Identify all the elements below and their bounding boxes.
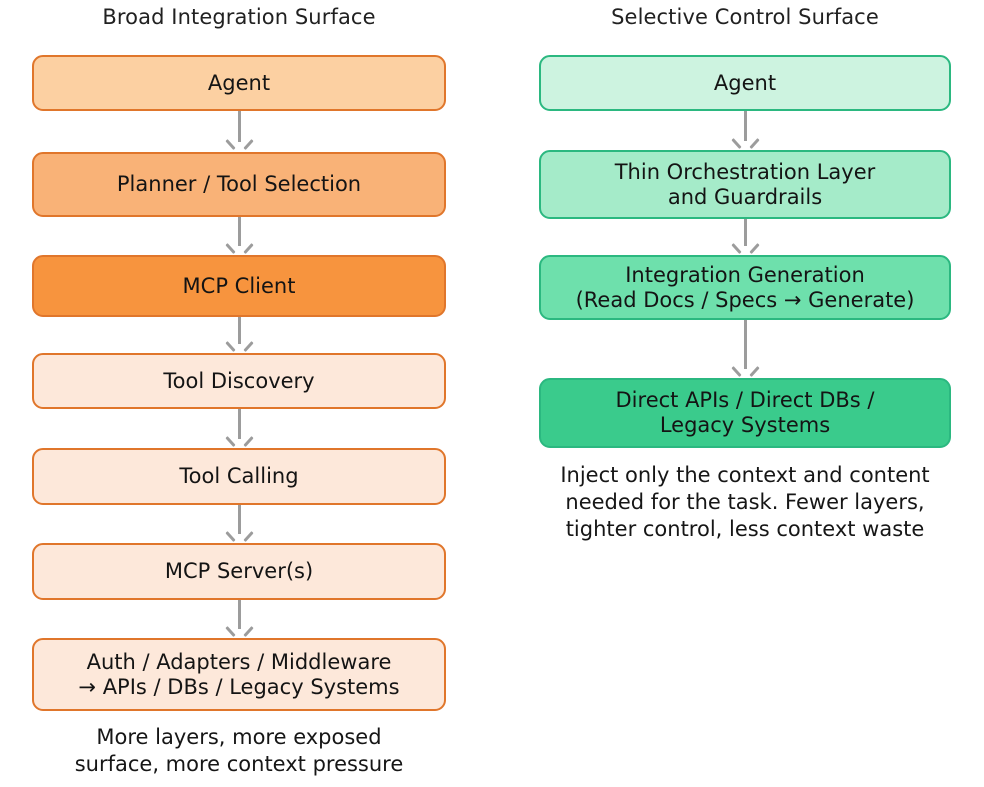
node-agent-left[interactable]: Agent [32,55,446,111]
arrow-tool-discovery-to-tool-calling [230,409,248,448]
node-label: Agent [207,70,271,95]
column-title-left: Broad Integration Surface [102,5,376,29]
arrow-agent-to-thin-orchestration [736,111,754,150]
node-agent-right[interactable]: Agent [539,55,951,111]
column-broad-integration-surface: Broad Integration Surface Agent Planner … [32,0,446,787]
node-thin-orchestration-layer[interactable]: Thin Orchestration Layer and Guardrails [539,150,951,219]
node-label: Direct APIs / Direct DBs / Legacy System… [615,388,875,437]
arrow-tool-calling-to-mcp-servers [230,505,248,543]
node-label: MCP Server(s) [164,559,314,583]
caption-left: More layers, more exposed surface, more … [74,725,404,776]
node-label: Planner / Tool Selection [116,172,362,196]
arrow-mcp-servers-to-auth-adapters [230,600,248,638]
node-label: Integration Generation (Read Docs / Spec… [575,262,915,312]
node-auth-adapters-middleware[interactable]: Auth / Adapters / Middleware → APIs / DB… [32,638,446,711]
caption-right: Inject only the context and content need… [560,463,930,541]
arrow-planner-to-mcp-client [230,217,248,255]
node-direct-apis-dbs-legacy[interactable]: Direct APIs / Direct DBs / Legacy System… [539,378,951,448]
arrow-mcp-client-to-tool-discovery [230,317,248,353]
node-label: Thin Orchestration Layer and Guardrails [614,159,876,209]
arrow-thin-orchestration-to-integration-generation [736,219,754,255]
arrow-integration-generation-to-direct-apis [736,320,754,378]
arrow-agent-to-planner [230,111,248,151]
column-title-right: Selective Control Surface [611,5,879,29]
node-label: Tool Discovery [163,368,315,393]
node-planner-tool-selection[interactable]: Planner / Tool Selection [32,152,446,217]
node-label: Agent [713,70,777,95]
node-tool-discovery[interactable]: Tool Discovery [32,353,446,409]
column-selective-control-surface: Selective Control Surface Agent Thin Orc… [539,0,951,787]
node-tool-calling[interactable]: Tool Calling [32,448,446,505]
node-integration-generation[interactable]: Integration Generation (Read Docs / Spec… [539,255,951,320]
node-label: Auth / Adapters / Middleware → APIs / DB… [78,649,400,699]
node-label: MCP Client [182,273,296,298]
node-label: Tool Calling [179,464,299,488]
node-mcp-servers[interactable]: MCP Server(s) [32,543,446,600]
node-mcp-client[interactable]: MCP Client [32,255,446,317]
